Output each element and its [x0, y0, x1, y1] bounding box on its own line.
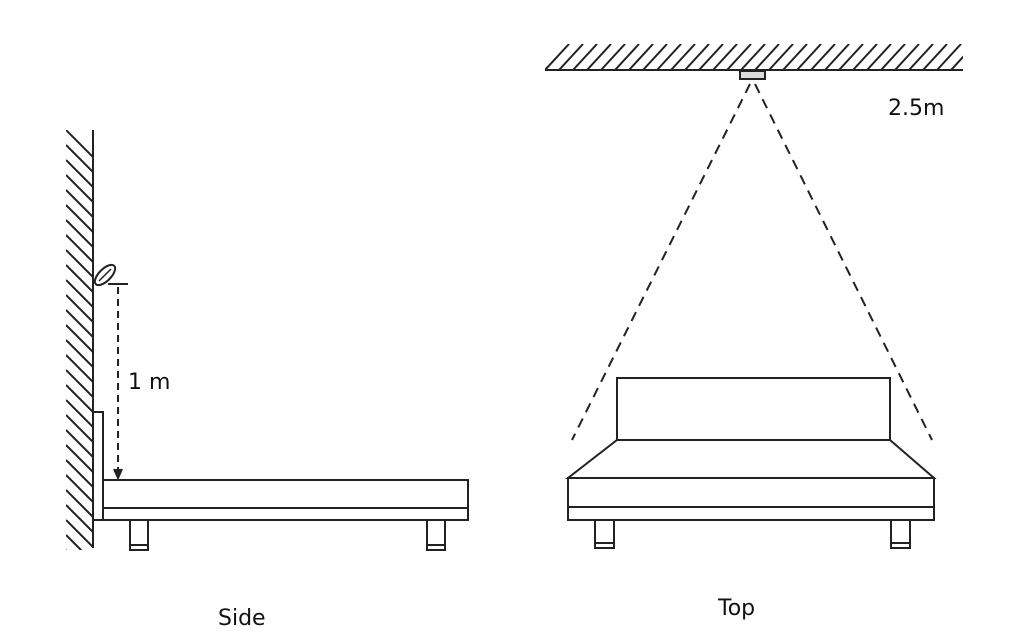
hatch-line — [838, 44, 864, 70]
hatch-line — [66, 174, 93, 203]
hatch-line — [66, 565, 93, 592]
side-bed — [92, 411, 469, 551]
top-sofa-bed — [565, 377, 937, 549]
hatch-line — [656, 44, 682, 70]
hatch-line — [66, 399, 93, 428]
side-height-dimension — [108, 283, 128, 481]
hatch-line — [66, 369, 93, 398]
hatch-line — [908, 44, 934, 70]
top-caption: Top — [718, 596, 756, 621]
hatch-line — [66, 309, 93, 338]
hatch-line — [642, 44, 668, 70]
hatch-line — [965, 44, 989, 70]
hatch-line — [894, 44, 920, 70]
hatch-line — [782, 44, 808, 70]
hatch-line — [66, 130, 93, 158]
hatch-line — [698, 44, 724, 70]
hatch-line — [66, 459, 93, 488]
hatch-line — [66, 294, 93, 323]
hatch-line — [66, 519, 93, 548]
side-sensor-icon — [93, 263, 117, 287]
hatch-line — [558, 44, 584, 70]
hatch-line — [824, 44, 850, 70]
hatch-line — [66, 384, 93, 413]
hatch-line — [66, 489, 93, 518]
hatch-line — [66, 264, 93, 293]
side-wall — [66, 130, 94, 592]
hatch-line — [66, 324, 93, 353]
hatch-line — [712, 44, 738, 70]
hatch-line — [66, 414, 93, 443]
hatch-line — [950, 55, 963, 70]
ceiling — [545, 44, 1003, 71]
hatch-line — [586, 44, 612, 70]
side-height-label: 1 m — [128, 370, 171, 395]
hatch-line — [684, 44, 710, 70]
hatch-line — [628, 44, 654, 70]
hatch-line — [66, 429, 93, 458]
hatch-line — [66, 204, 93, 233]
hatch-line — [66, 219, 93, 248]
hatch-line — [600, 44, 626, 70]
hatch-line — [66, 279, 93, 308]
hatch-line — [66, 159, 93, 188]
hatch-line — [66, 549, 68, 550]
top-height-label: 2.5m — [888, 96, 945, 121]
hatch-line — [979, 44, 1003, 70]
hatch-line — [810, 44, 836, 70]
hatch-line — [614, 44, 640, 70]
hatch-line — [66, 249, 93, 278]
hatch-line — [66, 534, 83, 550]
hatch-line — [852, 44, 878, 70]
hatch-line — [66, 354, 93, 383]
hatch-line — [66, 444, 93, 473]
hatch-line — [866, 44, 892, 70]
ceiling-sensor-icon — [739, 70, 766, 80]
hatch-line — [740, 44, 766, 70]
hatch-line — [936, 44, 962, 70]
hatch-line — [796, 44, 822, 70]
detection-cone — [571, 83, 933, 441]
side-caption: Side — [218, 606, 266, 631]
hatch-line — [66, 144, 93, 173]
hatch-line — [66, 339, 93, 368]
hatch-line — [572, 44, 598, 70]
hatch-line — [545, 44, 570, 70]
hatch-line — [880, 44, 906, 70]
hatch-line — [66, 474, 93, 503]
hatch-line — [66, 234, 93, 263]
hatch-line — [922, 44, 948, 70]
hatch-line — [66, 189, 93, 218]
hatch-line — [670, 44, 696, 70]
hatch-line — [66, 504, 93, 533]
hatch-line — [768, 44, 794, 70]
hatch-line — [726, 44, 752, 70]
hatch-line — [754, 44, 780, 70]
